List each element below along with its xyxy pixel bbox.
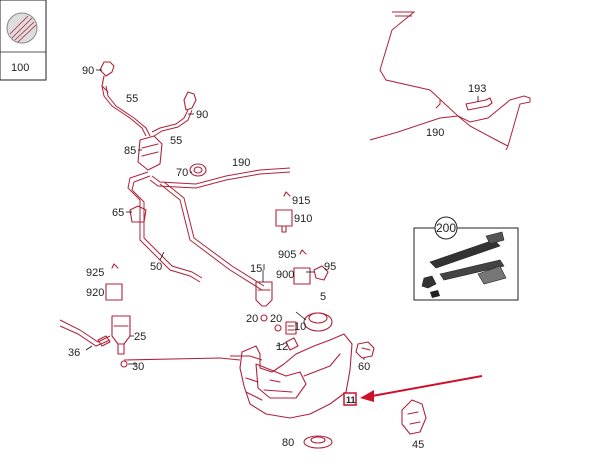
hose-190-middle (149, 167, 291, 189)
label-85[interactable]: 85 (124, 145, 136, 157)
label-100[interactable]: 100 (11, 62, 29, 74)
washer-20b (274, 324, 282, 332)
label-30[interactable]: 30 (132, 361, 144, 373)
label-20-right[interactable]: 20 (270, 313, 282, 325)
connector-85 (137, 135, 163, 171)
label-70[interactable]: 70 (176, 167, 188, 179)
pump-25 (111, 315, 131, 355)
label-25[interactable]: 25 (134, 331, 146, 343)
washer-30 (120, 360, 128, 368)
label-60[interactable]: 60 (358, 361, 370, 373)
nozzle-90-right (183, 91, 197, 111)
label-915[interactable]: 915 (292, 195, 310, 207)
label-910[interactable]: 910 (294, 213, 312, 225)
bracket-45 (401, 399, 427, 435)
hose-50 (127, 171, 265, 291)
connector-193 (465, 96, 493, 111)
part-925-920 (105, 263, 123, 301)
label-36[interactable]: 36 (68, 347, 80, 359)
part-labels: 90 55 90 85 55 70 190 193 190 915 910 65… (68, 65, 486, 451)
label-925[interactable]: 925 (86, 267, 104, 279)
kit-200-inset (413, 216, 519, 301)
grommet-80 (303, 435, 333, 449)
grommet-60 (355, 341, 375, 359)
label-50[interactable]: 50 (150, 261, 162, 273)
label-193[interactable]: 193 (468, 83, 486, 95)
pump-15 (255, 270, 273, 307)
label-900[interactable]: 900 (276, 269, 294, 281)
label-95[interactable]: 95 (324, 261, 336, 273)
label-920[interactable]: 920 (86, 287, 104, 299)
cap-5 (303, 312, 333, 332)
part-905-900 (293, 249, 311, 285)
sensor-12 (285, 337, 299, 351)
sensor-10 (285, 321, 297, 335)
grommet-70 (189, 163, 207, 177)
washer-reservoir (230, 333, 353, 419)
label-12[interactable]: 12 (276, 341, 288, 353)
leader-lines (85, 69, 365, 365)
label-90-left[interactable]: 90 (82, 65, 94, 77)
hose-36 (59, 319, 111, 347)
label-45[interactable]: 45 (412, 439, 424, 451)
label-90-right[interactable]: 90 (196, 109, 208, 121)
hose-190-top (369, 11, 531, 151)
cap-65 (129, 205, 147, 223)
label-65[interactable]: 65 (112, 207, 124, 219)
label-11[interactable]: 11 (346, 395, 356, 405)
label-20-left[interactable]: 20 (246, 313, 258, 325)
label-55-bottom[interactable]: 55 (170, 135, 182, 147)
part-915-910 (275, 191, 293, 233)
hose-55 (101, 85, 193, 137)
part-95 (313, 265, 329, 281)
label-15[interactable]: 15 (250, 263, 262, 275)
highlight-arrow (360, 375, 483, 402)
label-55-top[interactable]: 55 (126, 93, 138, 105)
label-80[interactable]: 80 (282, 437, 294, 449)
label-11-box (343, 392, 357, 406)
label-10[interactable]: 10 (294, 321, 306, 333)
part-100-inset: 100 (0, 0, 47, 81)
label-190-middle[interactable]: 190 (232, 157, 250, 169)
label-905[interactable]: 905 (278, 249, 296, 261)
label-5[interactable]: 5 (320, 291, 326, 303)
label-190-top[interactable]: 190 (426, 127, 444, 139)
label-200[interactable]: 200 (436, 221, 456, 235)
washer-20a (260, 314, 268, 322)
